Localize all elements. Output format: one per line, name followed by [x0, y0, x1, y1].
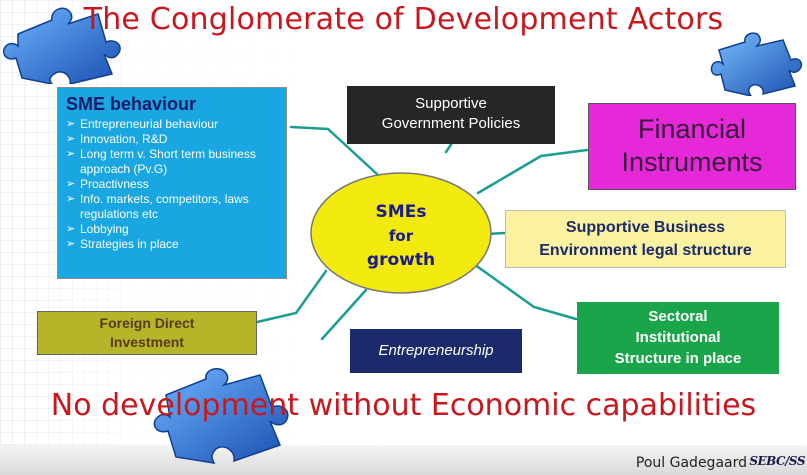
list-item: Entrepreneurial behaviour	[66, 117, 278, 132]
list-item: Strategies in place	[66, 237, 278, 252]
center-line-3: growth	[366, 250, 436, 270]
financial-line-2: Instruments	[621, 147, 763, 177]
connector-fdi	[255, 269, 328, 324]
fdi-line-1: Foreign Direct	[99, 315, 195, 331]
sme-behaviour-list: Entrepreneurial behaviour Innovation, R&…	[66, 117, 278, 252]
foreign-direct-investment-box: Foreign Direct Investment	[37, 311, 257, 355]
center-label: SMEs for growth	[347, 200, 455, 272]
policies-line-1: Supportive	[415, 95, 487, 112]
connector-sectoral	[469, 260, 578, 321]
page-title: The Conglomerate of Development Actors	[83, 2, 724, 37]
list-item: Long term v. Short term business approac…	[66, 147, 278, 177]
center-line-2: for	[388, 227, 414, 245]
sectoral-structure-box: Sectoral Institutional Structure in plac…	[577, 302, 779, 374]
author-name: Poul Gadegaard	[635, 455, 747, 471]
sme-behaviour-box: SME behaviour Entrepreneurial behaviour …	[57, 87, 287, 279]
bottom-band	[0, 445, 807, 475]
sebc-logo: SEBC/SS	[749, 454, 805, 468]
bottom-title: No development without Economic capabili…	[50, 388, 757, 423]
sectoral-line-2: Institutional	[635, 329, 721, 346]
list-item: Proactivness	[66, 177, 278, 192]
list-item: Info. markets, competitors, laws regulat…	[66, 192, 278, 222]
sme-behaviour-title: SME behaviour	[66, 94, 197, 114]
business-environment-box: Supportive Business Environment legal st…	[505, 210, 786, 268]
connector-financial	[476, 148, 589, 195]
financial-line-1: Financial	[637, 114, 747, 144]
connector-sme	[289, 125, 380, 177]
center-line-1: SMEs	[375, 202, 427, 222]
sectoral-line-3: Structure in place	[614, 350, 742, 367]
puzzle-piece-icon-bottom	[153, 368, 289, 464]
connector-entrepreneurship	[320, 288, 368, 341]
business-line-1: Supportive Business	[565, 219, 726, 236]
sectoral-line-1: Sectoral	[648, 308, 708, 325]
entrepreneurship-box: Entrepreneurship	[350, 329, 522, 373]
business-line-2: Environment legal structure	[539, 242, 752, 259]
fdi-line-2: Investment	[110, 334, 184, 350]
policies-line-2: Government Policies	[381, 115, 521, 132]
government-policies-box: Supportive Government Policies	[347, 86, 555, 144]
puzzle-piece-icon-top-left	[2, 7, 121, 84]
financial-instruments-box: Financial Instruments	[588, 103, 796, 190]
center-ellipse	[310, 172, 492, 294]
list-item: Innovation, R&D	[66, 132, 278, 147]
puzzle-piece-icon-top-right	[710, 32, 803, 96]
list-item: Lobbying	[66, 222, 278, 237]
